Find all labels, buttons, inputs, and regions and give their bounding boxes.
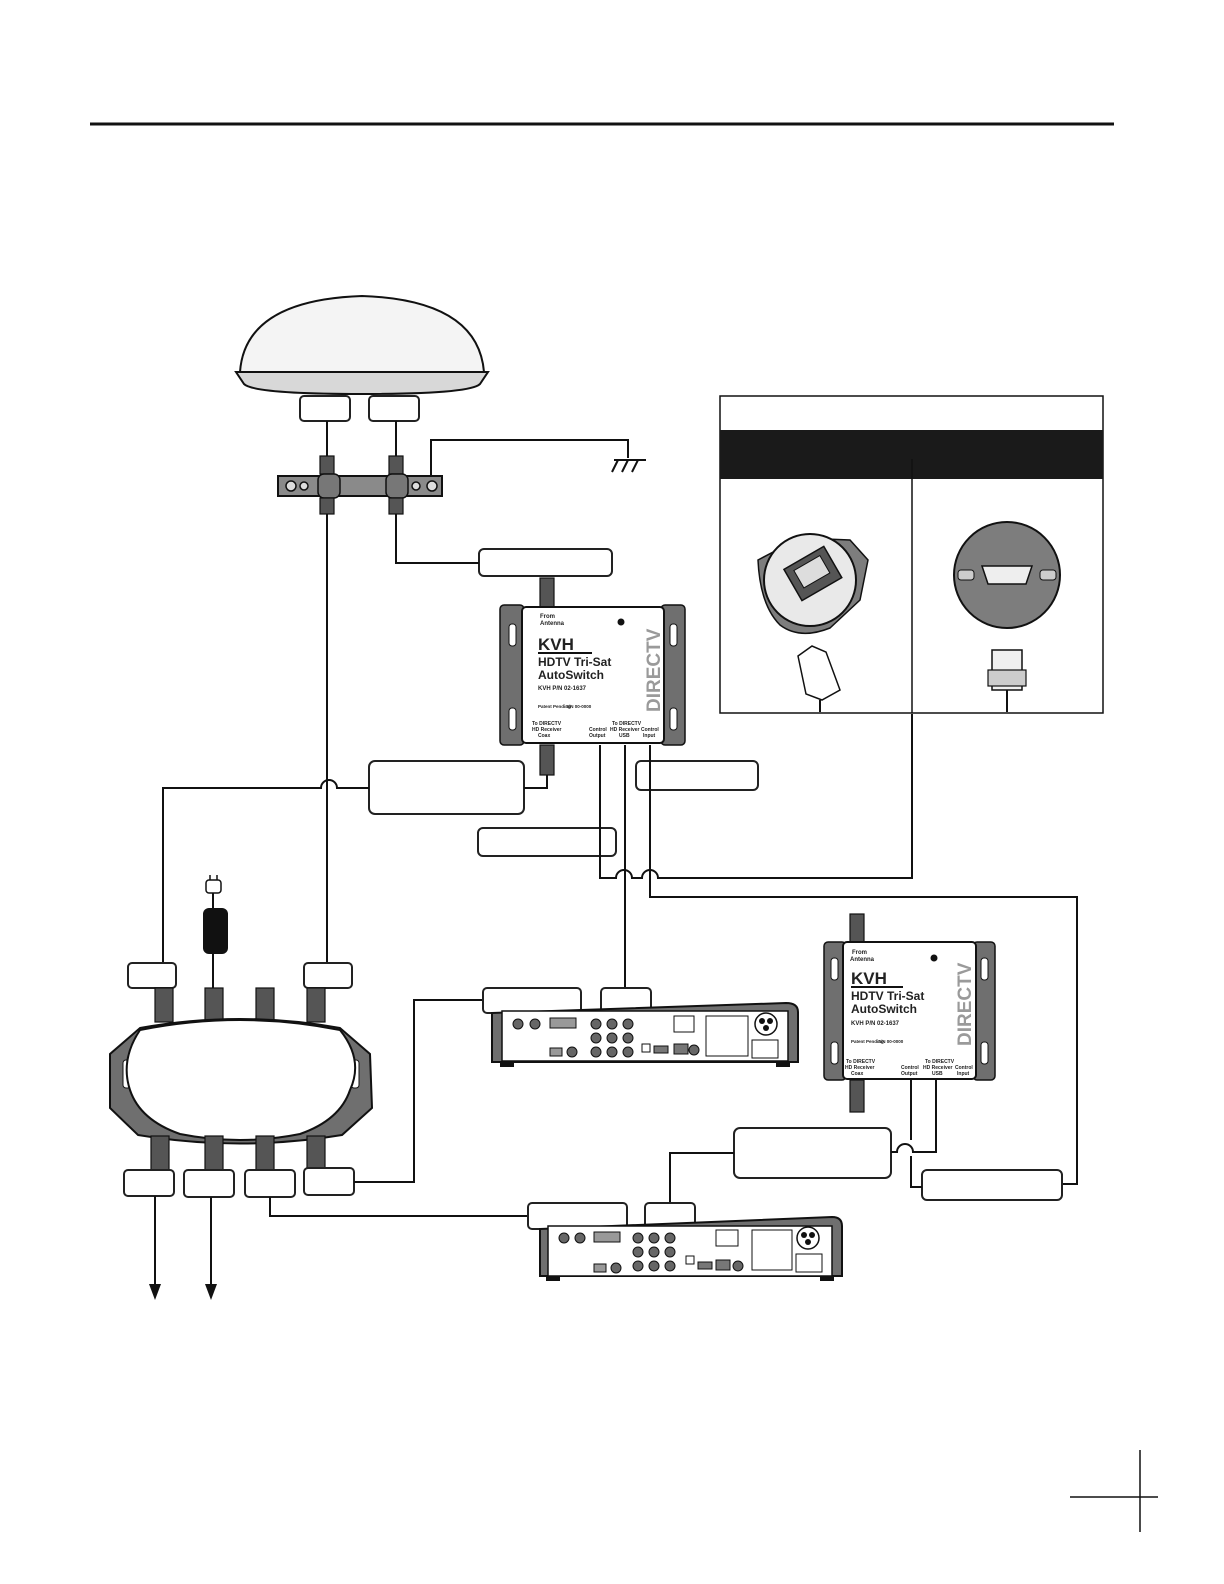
multiswitch-output-tag-1 <box>123 1169 175 1197</box>
switch-bottom-control-tag <box>921 1169 1063 1201</box>
switch-bottom-port-cout-1: Control <box>901 1065 919 1071</box>
switch-bottom-part: KVH P/N 02-1637 <box>851 1021 900 1027</box>
ground-block <box>277 455 443 515</box>
switch-top-port-usb-2: HD Receiver <box>610 727 640 733</box>
switch-top-port-cin-2: Input <box>643 733 656 739</box>
switch-top-title-2: AutoSwitch <box>538 668 604 682</box>
switch-bottom-title-1: HDTV Tri-Sat <box>851 989 924 1003</box>
switch-bottom-directv-logo: DIRECTV <box>955 962 976 1046</box>
ground-symbol-icon <box>611 459 646 473</box>
multiswitch-output-tag-3 <box>244 1169 296 1198</box>
crop-mark <box>1070 1450 1158 1532</box>
switch-top-brand: KVH <box>538 635 574 654</box>
switch-top-port-cin-1: Control <box>641 727 659 733</box>
switch-bottom-usb-tag <box>733 1127 892 1179</box>
db9-port-icon <box>953 521 1061 712</box>
switch-bottom-port-coax-2: HD Receiver <box>845 1065 875 1071</box>
antenna-dome-icon <box>234 294 490 396</box>
switch-bottom-serial: S/N 00-0000 <box>878 1039 904 1044</box>
switch-bottom-port-usb-2: HD Receiver <box>923 1065 953 1071</box>
multiswitch-input-tag-2 <box>303 962 353 989</box>
switch-top-title-1: HDTV Tri-Sat <box>538 655 611 669</box>
switch-top-port-coax-2: HD Receiver <box>532 727 562 733</box>
switch-bottom-port-usb-3: USB <box>932 1071 943 1077</box>
switch-top-coax-tag <box>368 760 525 815</box>
connector-inset-panel <box>719 395 1104 714</box>
switch-bottom-port-usb-1: To DIRECTV <box>925 1059 955 1065</box>
switch-top-patent: Patent Pending <box>538 704 571 709</box>
switch-top-control-tag <box>477 827 617 857</box>
antenna-output-tag-1 <box>299 395 351 422</box>
switch-top-from-antenna-2: Antenna <box>540 621 565 627</box>
power-supply-icon <box>203 908 228 954</box>
switch-top-port-usb-1: To DIRECTV <box>612 721 642 727</box>
autoswitch-bottom: From Antenna KVH HDTV Tri-Sat AutoSwitch… <box>823 913 996 1113</box>
plug-icon <box>205 875 222 894</box>
receiver-1-coax-tag <box>482 987 582 1014</box>
receiver-2 <box>539 1215 843 1281</box>
multiswitch-output-tag-4 <box>303 1167 355 1196</box>
switch-top-from-antenna-1: From <box>540 614 555 620</box>
switch-bottom-from-antenna-1: From <box>852 950 867 956</box>
rj11-port-icon <box>757 533 869 712</box>
switch-bottom-port-cin-1: Control <box>955 1065 973 1071</box>
switch-bottom-from-antenna-2: Antenna <box>850 957 875 963</box>
switch-top-port-usb-3: USB <box>619 733 630 739</box>
switch-top-serial: S/N 00-0000 <box>566 704 592 709</box>
switch-top-directv-logo: DIRECTV <box>644 628 665 712</box>
antenna-cable-tag <box>478 548 613 577</box>
switch-top-port-cout-1: Control <box>589 727 607 733</box>
switch-bottom-brand: KVH <box>851 969 887 988</box>
autoswitch-top: From Antenna KVH HDTV Tri-Sat AutoSwitch… <box>499 577 686 776</box>
switch-top-port-coax-3: Coax <box>538 733 550 739</box>
switch-top-usb-tag <box>635 760 759 791</box>
switch-bottom-patent: Patent Pending <box>851 1039 884 1044</box>
switch-top-port-coax-1: To DIRECTV <box>532 721 562 727</box>
multiswitch-input-tag-1 <box>127 962 177 989</box>
switch-top-port-cout-2: Output <box>589 733 606 739</box>
multiswitch <box>109 987 374 1171</box>
switch-bottom-port-coax-3: Coax <box>851 1071 863 1077</box>
switch-bottom-port-coax-1: To DIRECTV <box>846 1059 876 1065</box>
receiver-1 <box>491 1001 799 1067</box>
switch-bottom-port-cin-2: Input <box>957 1071 970 1077</box>
antenna-output-tag-2 <box>368 395 420 422</box>
switch-top-part: KVH P/N 02-1637 <box>538 686 587 692</box>
switch-bottom-port-cout-2: Output <box>901 1071 918 1077</box>
multiswitch-output-tag-2 <box>183 1169 235 1198</box>
switch-bottom-title-2: AutoSwitch <box>851 1002 917 1016</box>
